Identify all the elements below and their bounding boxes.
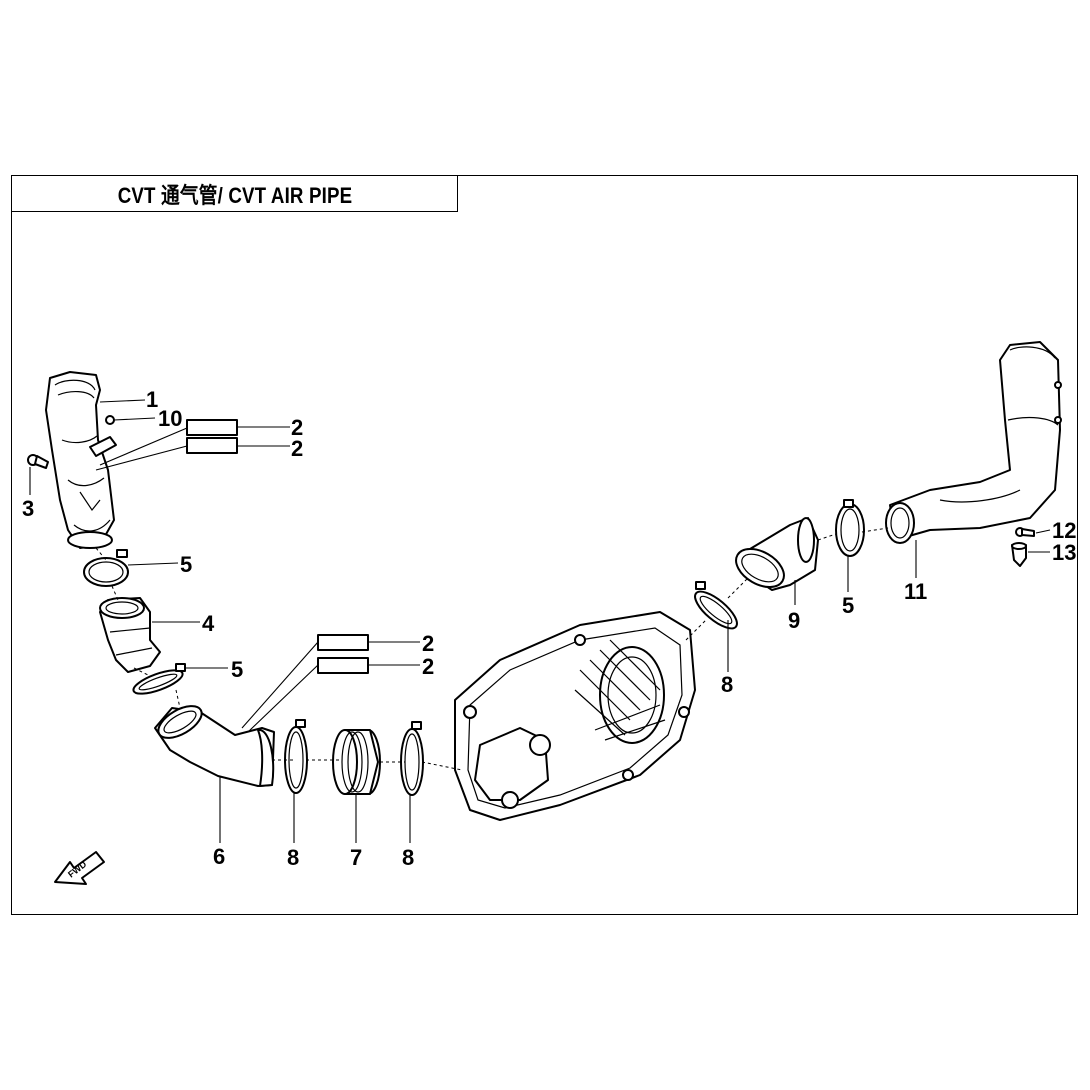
callout-3: 3 xyxy=(22,496,34,521)
reference-box-group-lower xyxy=(241,634,420,733)
assembly-line-right xyxy=(685,527,889,641)
callout-13: 13 xyxy=(1052,540,1076,565)
part-11-outlet-pipe[interactable] xyxy=(885,341,1062,544)
part-9-coupler[interactable] xyxy=(729,517,819,595)
title-box: CVT 通气管/ CVT AIR PIPE xyxy=(11,175,458,212)
diagram-frame xyxy=(11,175,1078,915)
callout-12: 12 xyxy=(1052,518,1076,543)
callout-5b: 5 xyxy=(231,657,243,682)
callout-5a: 5 xyxy=(180,552,192,577)
callout-2a: 2 xyxy=(291,415,303,440)
part-12-screw[interactable] xyxy=(1015,527,1035,537)
callout-2c: 2 xyxy=(422,631,434,656)
part-10-screw[interactable] xyxy=(89,415,117,457)
fwd-arrow-icon: FWD xyxy=(54,851,105,885)
callout-6: 6 xyxy=(213,844,225,869)
part-13-nut[interactable] xyxy=(1011,542,1027,567)
cvt-housing-cover xyxy=(454,611,696,821)
callout-9: 9 xyxy=(788,608,800,633)
part-8-clamp-mid[interactable] xyxy=(400,721,424,796)
leader-lines xyxy=(29,399,1051,843)
callout-4: 4 xyxy=(202,611,215,636)
part-8-clamp-left[interactable] xyxy=(284,719,308,794)
assembly-line-left xyxy=(95,547,463,771)
callout-2b: 2 xyxy=(291,436,303,461)
part-5-clamp-lower[interactable] xyxy=(131,663,186,698)
callout-7: 7 xyxy=(350,845,362,870)
callout-8c: 8 xyxy=(721,672,733,697)
callout-11: 11 xyxy=(904,579,927,604)
part-3-screw[interactable] xyxy=(27,454,49,469)
page-title: CVT 通气管/ CVT AIR PIPE xyxy=(117,182,352,208)
part-1-intake-pipe[interactable] xyxy=(45,371,115,549)
part-7-sleeve[interactable] xyxy=(332,729,381,795)
part-5-clamp-right[interactable] xyxy=(835,499,865,557)
part-4-coupler[interactable] xyxy=(99,597,161,673)
callout-8b: 8 xyxy=(402,845,414,870)
callout-5c: 5 xyxy=(842,593,854,618)
part-8-clamp-right[interactable] xyxy=(690,581,743,634)
callout-2d: 2 xyxy=(422,654,434,679)
part-6-elbow-pipe[interactable] xyxy=(153,700,275,787)
reference-box-group-upper xyxy=(95,419,290,471)
part-5-clamp-upper[interactable] xyxy=(83,549,129,587)
callout-8a: 8 xyxy=(287,845,299,870)
callout-10: 10 xyxy=(158,406,182,431)
callout-1: 1 xyxy=(146,387,158,412)
